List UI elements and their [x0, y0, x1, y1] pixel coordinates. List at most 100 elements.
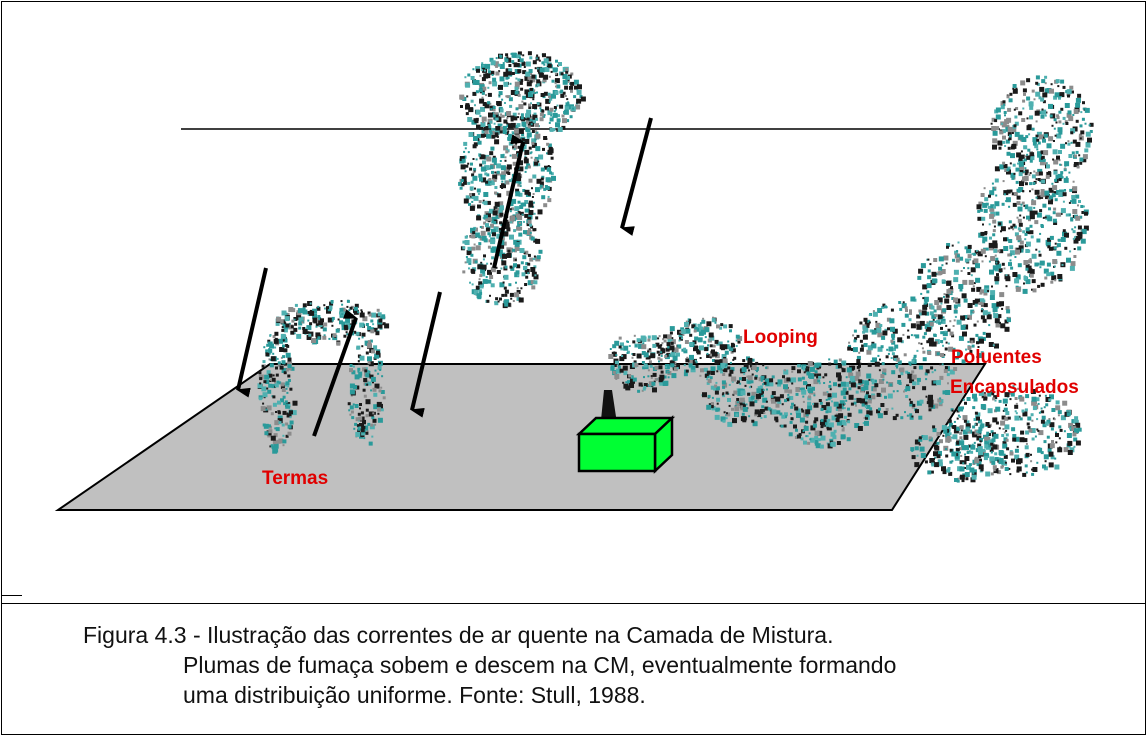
smoke-particle: [541, 175, 545, 179]
smoke-particle: [475, 90, 479, 94]
smoke-particle: [484, 172, 488, 176]
smoke-particle: [1067, 94, 1070, 98]
smoke-particle: [263, 423, 269, 429]
smoke-particle: [1047, 448, 1052, 453]
smoke-particle: [538, 72, 544, 78]
smoke-particle: [476, 293, 482, 299]
smoke-particle: [711, 318, 716, 323]
smoke-particle: [535, 238, 541, 244]
smoke-particle: [972, 472, 975, 475]
smoke-particle: [973, 397, 978, 402]
smoke-particle: [354, 404, 359, 408]
smoke-particle: [791, 370, 794, 373]
smoke-particle: [754, 374, 758, 378]
smoke-particle: [1044, 75, 1048, 79]
smoke-particle: [288, 322, 291, 325]
smoke-particle: [1002, 398, 1008, 404]
smoke-particle: [864, 395, 869, 400]
smoke-particle: [1000, 230, 1002, 233]
smoke-particle: [890, 308, 894, 312]
smoke-particle: [954, 453, 958, 457]
smoke-particle: [837, 364, 842, 369]
smoke-particle: [517, 145, 521, 149]
smoke-particle: [1058, 96, 1061, 100]
smoke-particle: [543, 91, 548, 96]
smoke-particle: [947, 328, 951, 332]
smoke-particle: [504, 293, 508, 297]
smoke-particle: [722, 373, 726, 376]
smoke-particle: [281, 348, 285, 352]
smoke-particle: [824, 373, 828, 377]
smoke-particle: [930, 325, 933, 328]
smoke-particle: [505, 53, 509, 57]
smoke-particle: [924, 323, 930, 329]
smoke-particle: [1043, 150, 1049, 156]
smoke-particle: [1060, 212, 1063, 215]
smoke-particle: [807, 361, 813, 366]
smoke-particle: [483, 238, 488, 243]
smoke-particle: [464, 147, 467, 150]
smoke-particle: [813, 402, 819, 408]
smoke-particle: [843, 402, 846, 405]
smoke-particle: [1051, 124, 1054, 127]
smoke-particle: [810, 437, 816, 443]
smoke-particle: [906, 335, 910, 339]
smoke-particle: [1039, 209, 1043, 213]
smoke-particle: [728, 324, 733, 329]
smoke-particle: [970, 340, 974, 344]
smoke-particle: [1003, 111, 1007, 114]
smoke-particle: [341, 313, 344, 316]
smoke-particle: [621, 355, 624, 357]
smoke-particle: [268, 348, 273, 353]
smoke-particle: [1069, 188, 1073, 192]
smoke-particle: [937, 450, 942, 456]
smoke-particle: [373, 327, 378, 332]
smoke-particle: [630, 378, 635, 384]
smoke-particle: [1080, 205, 1084, 208]
smoke-particle: [951, 451, 957, 457]
smoke-particle: [274, 448, 279, 453]
smoke-particle: [973, 469, 977, 473]
smoke-particle: [518, 104, 524, 110]
smoke-particle: [504, 265, 508, 269]
smoke-particle: [524, 250, 529, 255]
smoke-particle: [1010, 172, 1016, 178]
smoke-particle: [521, 213, 524, 216]
smoke-particle: [505, 180, 510, 185]
smoke-particle: [297, 308, 303, 314]
smoke-particle: [268, 383, 273, 388]
smoke-particle: [471, 283, 474, 286]
smoke-particle: [920, 292, 923, 295]
smoke-particle: [825, 402, 830, 407]
smoke-particle: [471, 234, 476, 239]
smoke-particle: [854, 423, 860, 428]
smoke-particle: [1052, 149, 1058, 155]
smoke-particle: [480, 225, 484, 229]
smoke-particle: [345, 318, 351, 324]
smoke-particle: [1074, 226, 1077, 229]
smoke-particle: [1054, 134, 1057, 137]
smoke-particle: [1040, 407, 1043, 410]
smoke-particle: [934, 320, 937, 323]
smoke-particle: [473, 243, 476, 246]
smoke-particle: [993, 469, 996, 472]
smoke-particle: [938, 462, 943, 467]
smoke-particle: [995, 107, 1001, 113]
smoke-particle: [987, 392, 992, 397]
smoke-particle: [714, 384, 718, 388]
smoke-particle: [549, 166, 552, 168]
smoke-particle: [714, 339, 719, 344]
smoke-particle: [817, 438, 821, 442]
smoke-particle: [1067, 142, 1071, 146]
smoke-particle: [506, 56, 509, 59]
smoke-particle: [510, 122, 516, 128]
smoke-particle: [716, 397, 721, 402]
smoke-particle: [741, 367, 747, 373]
smoke-particle: [475, 158, 478, 161]
smoke-particle: [764, 406, 769, 411]
smoke-particle: [840, 390, 846, 396]
smoke-particle: [261, 386, 267, 392]
smoke-particle: [736, 380, 740, 384]
smoke-particle: [506, 95, 510, 99]
smoke-particle: [1075, 194, 1080, 199]
